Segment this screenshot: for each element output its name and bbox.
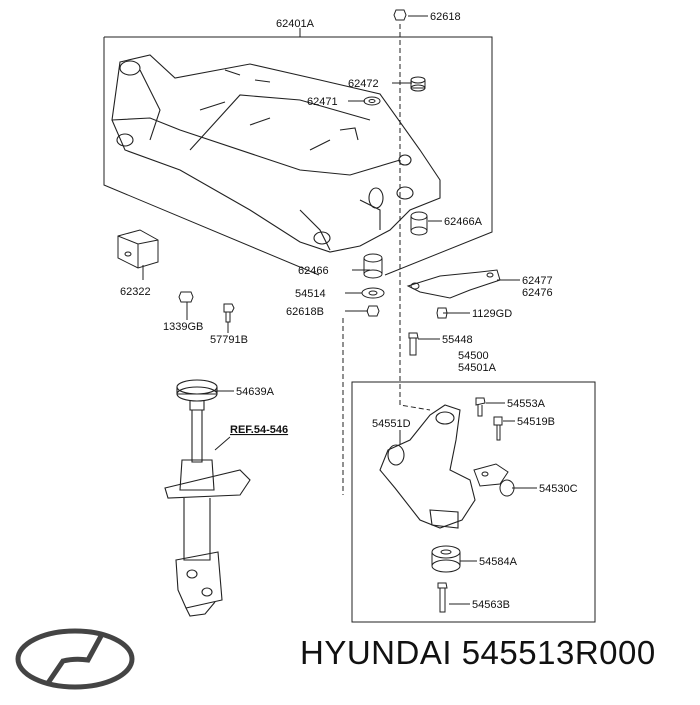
washer-62472-icon (410, 76, 426, 92)
label-57791B: 57791B (210, 334, 248, 346)
label-54584A: 54584A (479, 556, 518, 568)
label-62477: 62477 (522, 275, 553, 287)
label-54514: 54514 (295, 288, 326, 300)
label-54530C: 54530C (539, 483, 578, 495)
label-62322: 62322 (120, 286, 151, 298)
label-54500: 54500 (458, 350, 489, 362)
hyundai-logo-icon (15, 628, 135, 690)
crossmember-subframe (111, 54, 441, 253)
label-54519B: 54519B (517, 416, 555, 428)
washer-54514-icon (361, 287, 385, 299)
bolt-54563B-icon (437, 582, 448, 613)
bolt-55448-icon (408, 332, 419, 356)
strut-assembly-icon (164, 379, 251, 617)
lower-arm-frame-box (351, 381, 596, 623)
label-62618-top: 62618 (430, 11, 461, 23)
washer-62471-icon (363, 96, 381, 106)
part-number: 545513R000 (461, 634, 656, 671)
label-55448: 55448 (442, 334, 473, 346)
label-62401A: 62401A (276, 18, 315, 30)
bolt-1129GD-icon (436, 307, 448, 319)
bolt-54519B-icon (493, 416, 503, 441)
label-62472: 62472 (348, 78, 379, 90)
brand-part-number: HYUNDAI 545513R000 (300, 634, 656, 672)
nut-1339GB-icon (178, 291, 194, 303)
label-54553A: 54553A (507, 398, 546, 410)
mount-62322-icon (117, 229, 159, 269)
label-54563B: 54563B (472, 599, 510, 611)
label-62476: 62476 (522, 287, 553, 299)
nut-62618B-icon (366, 305, 380, 317)
label-54639A: 54639A (236, 386, 275, 398)
label-62618B: 62618B (286, 306, 324, 318)
lower-control-arm-icon (379, 404, 476, 529)
bolt-57791B-icon (223, 303, 235, 323)
leader-ref (214, 436, 231, 451)
label-1339GB: 1339GB (163, 321, 203, 333)
label-ref-54-546: REF.54-546 (230, 424, 288, 436)
label-54551D: 54551D (372, 418, 411, 430)
bushing-62466-icon (363, 253, 383, 279)
ball-joint-54530C-icon (473, 463, 515, 497)
label-1129GD: 1129GD (472, 308, 512, 320)
subframe-frame-box (103, 36, 493, 276)
bolt-54553A-icon (475, 397, 486, 417)
label-62466: 62466 (298, 265, 329, 277)
label-62466A: 62466A (444, 216, 483, 228)
bracket-62477-icon (406, 269, 501, 299)
bushing-62466A-icon (410, 211, 428, 236)
label-54501A: 54501A (458, 362, 497, 374)
bolt-62618-icon (393, 9, 407, 21)
label-62471: 62471 (307, 96, 338, 108)
brand-name: HYUNDAI (300, 634, 453, 671)
dashed-leader-line (399, 24, 431, 411)
bushing-54584A-icon (431, 545, 461, 573)
